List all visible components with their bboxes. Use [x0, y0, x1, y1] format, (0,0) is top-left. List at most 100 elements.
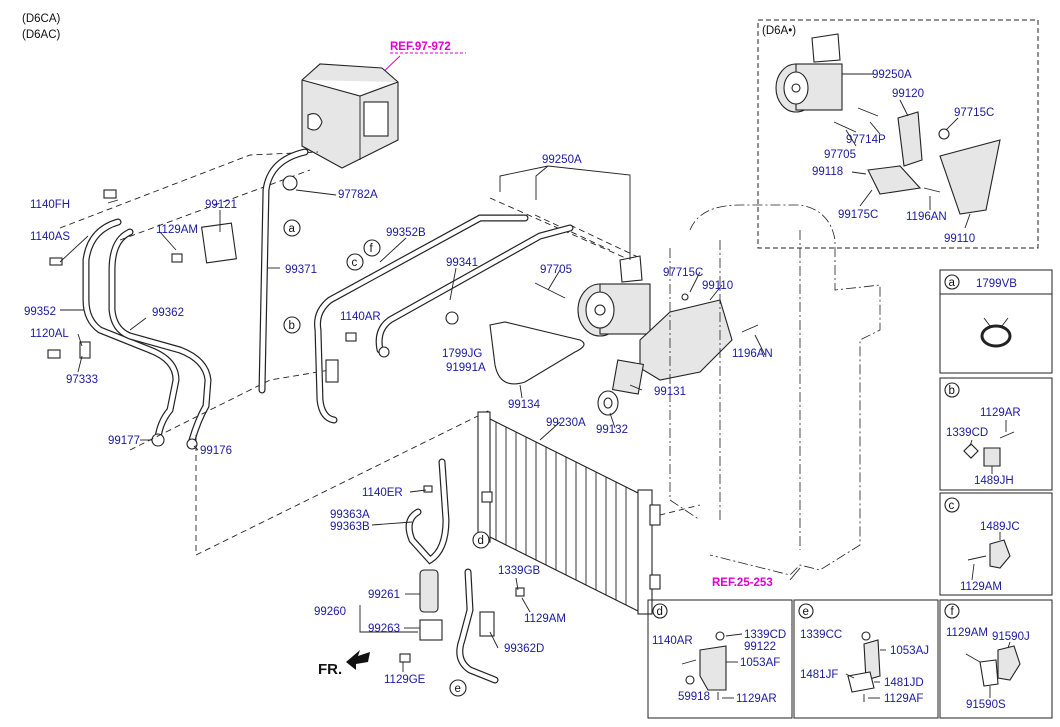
inset-title: (D6A•): [762, 25, 796, 37]
front-direction-label: FR.: [318, 661, 342, 678]
bolt: [833, 121, 857, 133]
part-label: 97705: [824, 149, 856, 161]
callout-f[interactable]: f: [363, 239, 381, 257]
part-label: 99352: [24, 306, 56, 318]
part-label: 1120AL: [30, 328, 69, 340]
detail-panel-d: d 1140AR 1339CD 99122 1053AF 59918 1129A…: [647, 599, 793, 719]
part-label: 99352B: [386, 227, 426, 239]
part-label: 1489JC: [980, 521, 1020, 533]
part-label: 1339CD: [744, 629, 786, 641]
leader-lines: [59, 165, 801, 672]
part-label: 99118: [812, 166, 843, 178]
part-label: 99110: [944, 233, 975, 245]
panel-letter: a: [949, 277, 956, 289]
guide-line: [59, 151, 319, 229]
part-label: 99371: [285, 264, 317, 276]
callout-d[interactable]: d: [472, 531, 490, 549]
detail-panel-b: b 1129AR 1339CD 1489JH: [939, 377, 1053, 491]
part-label: 99177: [108, 435, 140, 447]
part-label: 99121: [205, 199, 237, 211]
guide-line: [569, 224, 641, 259]
part-label: 99175C: [838, 209, 878, 221]
nut: [938, 128, 950, 140]
guide-line: [489, 197, 631, 261]
part-label: 97715C: [663, 267, 703, 279]
svg-text:a: a: [289, 223, 296, 235]
part-label: 99131: [654, 386, 686, 398]
drive-belt: [489, 321, 585, 385]
part-label: 1129AM: [156, 224, 198, 236]
part-label: 1129AR: [736, 693, 777, 705]
part-label: 1339CD: [946, 427, 988, 439]
part-label: 99134: [508, 399, 541, 411]
ref-link-25-253[interactable]: REF.25-253: [712, 577, 773, 589]
svg-text:b: b: [289, 320, 295, 332]
callout-c[interactable]: c: [346, 253, 364, 271]
part-label: 97782A: [338, 189, 378, 201]
part-label: 97715C: [954, 107, 994, 119]
ref-link-97-972[interactable]: REF.97-972: [390, 41, 451, 53]
callout-e[interactable]: e: [449, 679, 467, 697]
nut: [681, 293, 689, 301]
part-label: 1489JH: [974, 475, 1014, 487]
guide-line: [129, 369, 331, 451]
part-label: 1053AJ: [890, 645, 929, 657]
part-label: 99110: [702, 280, 733, 292]
left-hose-assembly: [47, 189, 237, 450]
part-label: 99362: [152, 307, 184, 319]
svg-text:e: e: [455, 683, 461, 695]
svg-text:c: c: [352, 257, 358, 269]
front-arrow-icon: [346, 650, 370, 670]
part-label: 1140AR: [340, 311, 381, 323]
part-label: 99132: [596, 424, 628, 436]
svg-text:f: f: [370, 243, 374, 255]
bolt: [923, 187, 941, 193]
guide-line: [195, 409, 491, 556]
part-label: 1481JD: [884, 677, 924, 689]
part-label: 99250A: [542, 154, 582, 166]
part-label: 99120: [892, 88, 924, 100]
bracket-99110-inset: [939, 139, 1001, 215]
part-label: 99250A: [872, 69, 912, 81]
hvac-unit: [301, 63, 399, 169]
part-label: 99261: [368, 589, 400, 601]
callout-b[interactable]: b: [283, 316, 301, 334]
part-label: 1129AR: [980, 407, 1021, 419]
compressor-main: [577, 255, 651, 337]
callout-a[interactable]: a: [283, 219, 301, 237]
part-label: 59918: [678, 691, 710, 703]
panel-letter: e: [803, 606, 809, 618]
part-label: 91590J: [992, 631, 1030, 643]
part-label: 1196AN: [732, 348, 773, 360]
part-label: 1129AF: [884, 693, 923, 705]
part-label: 99362D: [504, 643, 544, 655]
bracket-99110: [639, 299, 733, 381]
part-label: 99341: [446, 257, 478, 269]
part-label: 99363A: [330, 509, 370, 521]
panel-letter: b: [949, 385, 955, 397]
guide-line: [119, 169, 311, 241]
receiver-drier: [399, 458, 525, 684]
bracket-99120: [897, 111, 923, 167]
svg-text:d: d: [478, 535, 484, 547]
panel-letter: d: [657, 606, 663, 618]
compressor-inset: [775, 33, 843, 113]
part-label: 1129AM: [524, 613, 566, 625]
part-label: 1140ER: [362, 487, 403, 499]
part-label: 1339CC: [800, 629, 842, 641]
part-label: 1140FH: [30, 199, 70, 211]
bolt: [857, 107, 879, 117]
condenser-99230A: [477, 411, 661, 615]
clip: [445, 311, 459, 325]
part-label: 1196AN: [906, 211, 947, 223]
bracket-99118: [867, 165, 922, 195]
detail-panel-e: e 1339CC 1053AJ 1481JF 1481JD 1129AF: [793, 599, 939, 719]
part-label: 1053AF: [740, 657, 780, 669]
pipes-99352B-99341: [314, 214, 574, 424]
bolt: [345, 332, 357, 342]
part-label: 1799JG: [442, 348, 482, 360]
part-label: 1140AR: [652, 635, 693, 647]
bolt: [741, 324, 759, 333]
panel-letter: c: [949, 500, 955, 512]
